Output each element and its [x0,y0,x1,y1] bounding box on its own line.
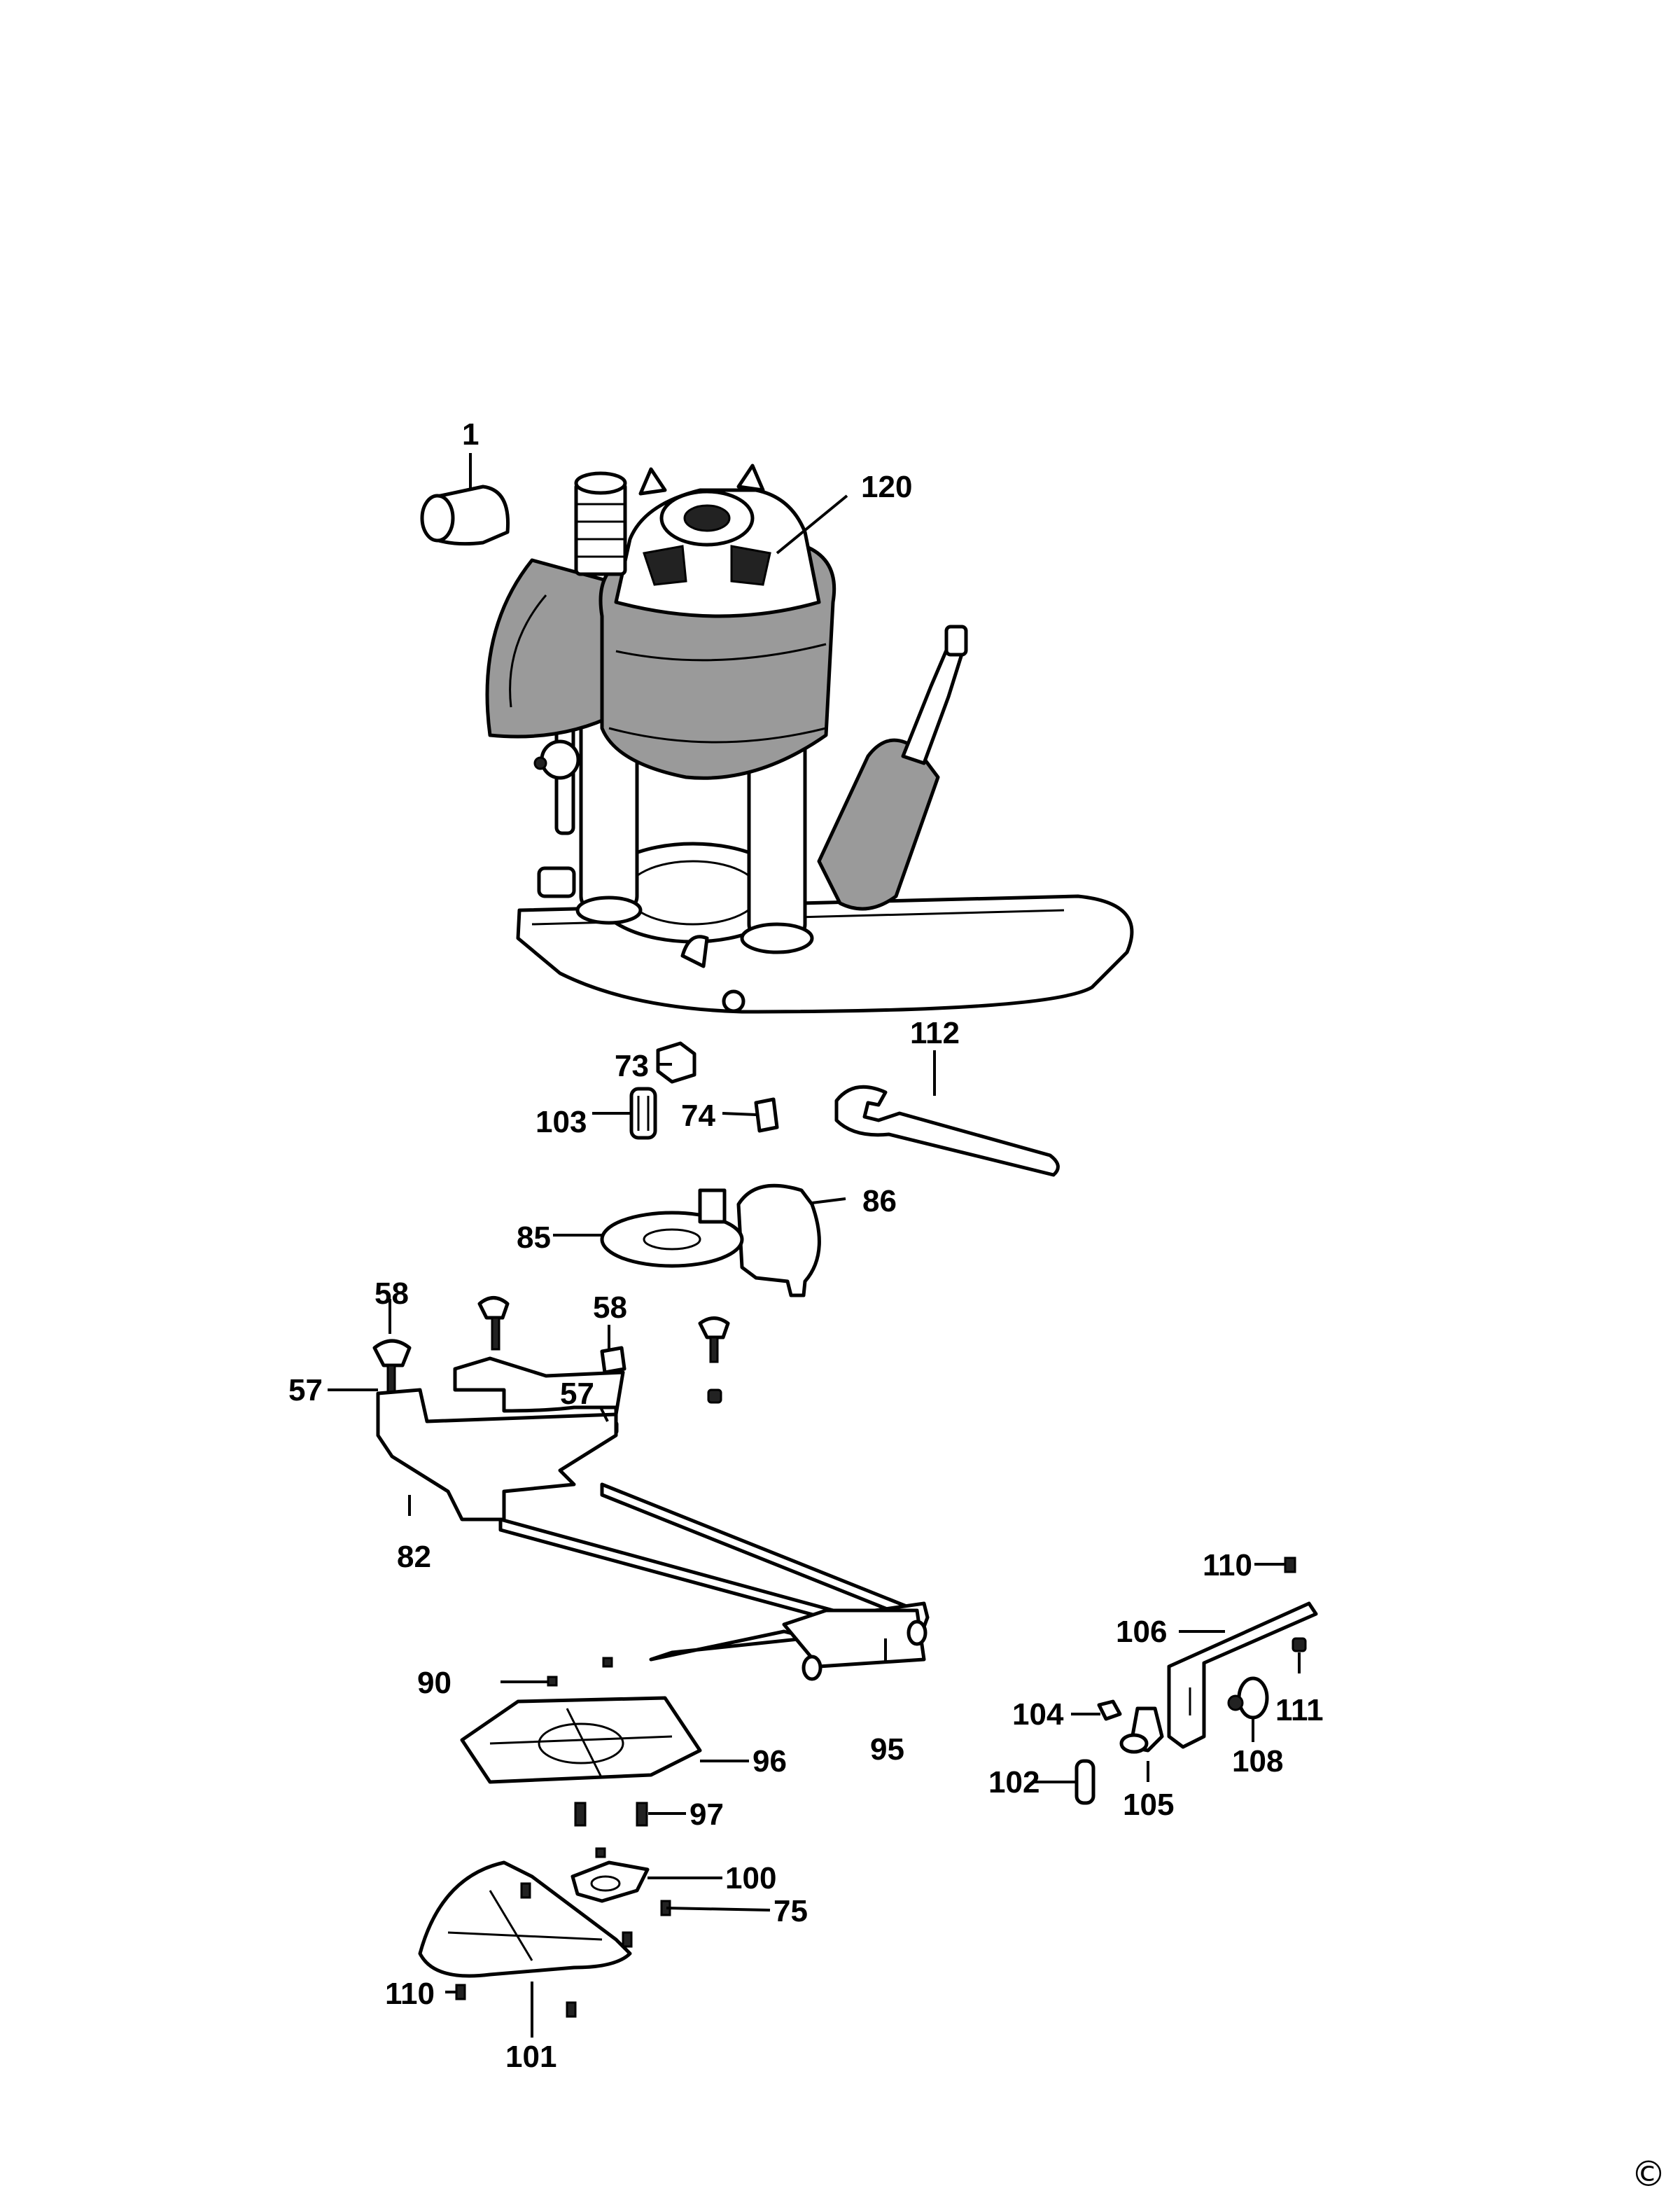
parallel-fence-part [498,1482,930,1681]
callout-75: 75 [774,1894,808,1928]
router-body-part [485,464,1134,1014]
callout-labels: 1 120 73 112 103 74 86 85 58 58 57 57 82… [288,417,1324,2074]
callout-108: 108 [1232,1744,1283,1778]
template-guide-part [600,1188,744,1268]
callout-105: 105 [1123,1788,1174,1822]
spanner-part [834,1085,1060,1177]
dust-extraction-elbow-part [420,485,510,546]
callout-95: 95 [870,1732,904,1767]
callout-96: 96 [752,1744,787,1778]
callout-100: 100 [725,1861,776,1895]
callout-101: 101 [505,2040,556,2074]
callout-110-bottom: 110 [385,1977,435,2011]
dust-hood-part [736,1183,821,1297]
callout-1: 1 [462,417,479,452]
callout-110-top: 110 [1203,1548,1252,1582]
callout-104: 104 [1012,1697,1064,1732]
adaptor-plate-part [570,1847,650,1903]
callout-102: 102 [988,1765,1040,1799]
callout-58-left: 58 [374,1276,409,1311]
thumb-screw-part [372,1296,730,1435]
callout-106: 106 [1116,1615,1167,1649]
collet-part [629,1087,657,1140]
callout-97: 97 [690,1797,724,1832]
callout-90: 90 [417,1666,451,1700]
callout-112: 112 [910,1016,960,1050]
callout-103: 103 [536,1105,587,1139]
base-plate-part [460,1657,702,1784]
callout-73: 73 [615,1049,649,1083]
leader-lines [328,453,1301,2038]
callout-58-right: 58 [593,1290,627,1325]
dust-shield-part [418,1860,671,2018]
callout-120: 120 [861,470,912,504]
callout-86: 86 [862,1184,897,1218]
fine-adjuster-group-part [1074,1557,1318,1805]
callout-111: 111 [1275,1693,1324,1727]
collet-small-part [754,1097,779,1133]
callout-74: 74 [681,1099,715,1133]
fence-bracket-part [376,1356,625,1522]
copyright-symbol: © [1631,2154,1666,2194]
callout-57-left: 57 [288,1373,323,1407]
collet-nut-part [656,1041,696,1084]
callout-82: 82 [397,1540,431,1574]
base-screws-part [574,1802,648,1827]
callout-57-right: 57 [560,1377,594,1411]
callout-85: 85 [517,1220,551,1255]
